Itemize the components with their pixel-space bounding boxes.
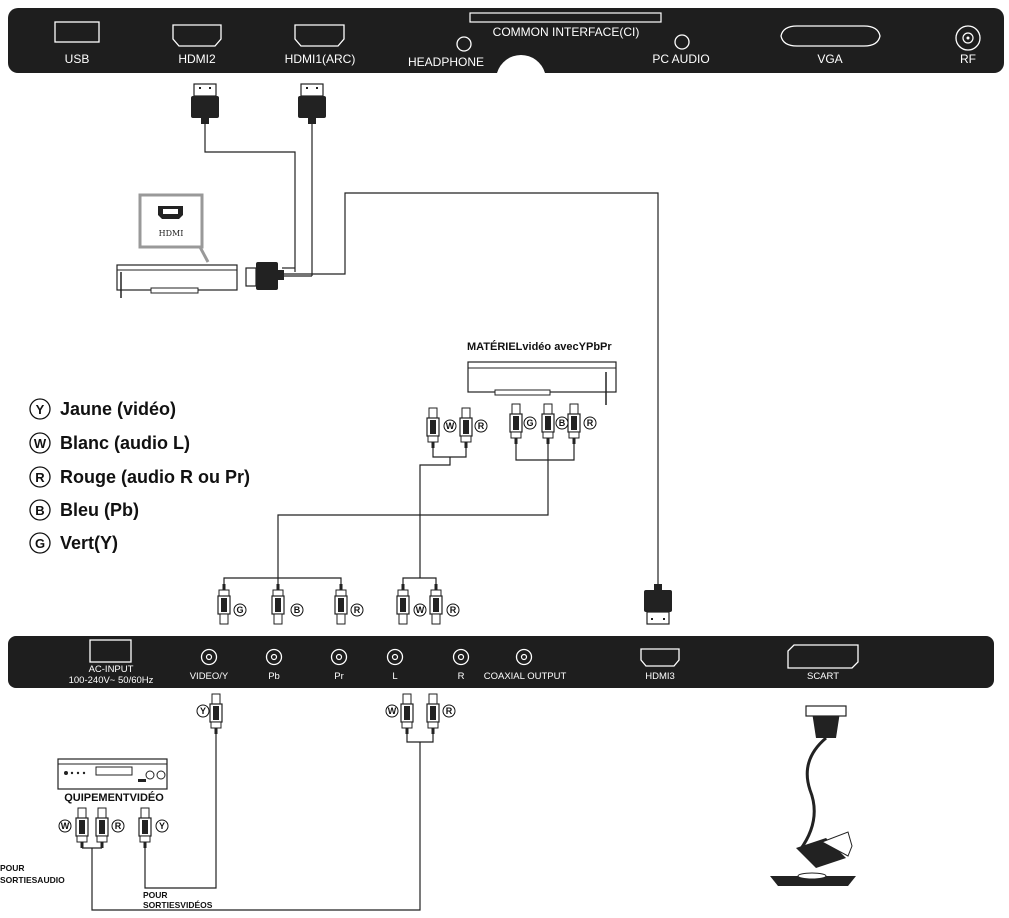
usb-label: USB	[65, 52, 90, 66]
top-panel: USB HDMI2 HDMI1(ARC) COMMON INTERFACE(CI…	[8, 8, 1004, 73]
ypbpr-device-label: MATÉRIELvidéo avecYPbPr	[467, 340, 612, 353]
svg-text:HDMI3: HDMI3	[645, 671, 675, 682]
svg-text:G: G	[35, 536, 45, 551]
legend-green-text: Vert(Y)	[60, 533, 118, 553]
ci-slot: COMMON INTERFACE(CI)	[469, 12, 662, 39]
ypbpr-video-plugs: G B R	[277, 403, 597, 578]
audio-out-caption-2: SORTIESAUDIO	[0, 875, 65, 885]
video-y-port: VIDEO/Y	[190, 648, 229, 682]
hdmi1-plug-icon	[297, 83, 327, 125]
color-legend: Y Jaune (vidéo) W Blanc (audio L) R Roug…	[29, 398, 250, 554]
legend-item-white: W Blanc (audio L)	[29, 432, 190, 454]
headphone-label: HEADPHONE	[408, 55, 484, 69]
scart-port: SCART	[787, 644, 859, 682]
audio-out-plugs: W R	[91, 693, 456, 911]
svg-text:L: L	[392, 671, 397, 682]
video-equipment-plugs: W R Y	[58, 807, 169, 849]
audio-in-plugs: W R	[396, 577, 460, 625]
video-out-plug: Y	[144, 693, 223, 889]
ypbpr-device: MATÉRIELvidéo avecYPbPr	[467, 340, 617, 405]
r-port: R	[452, 648, 470, 682]
hdmi-device-label: HDMI	[159, 229, 184, 238]
legend-item-yellow: Y Jaune (vidéo)	[29, 398, 176, 420]
svg-text:G: G	[526, 418, 533, 428]
legend-yellow-text: Jaune (vidéo)	[60, 399, 176, 419]
svg-text:R: R	[35, 470, 45, 485]
usb-port: USB	[54, 21, 100, 66]
svg-text:R: R	[115, 821, 122, 831]
hdmi-cables	[190, 83, 659, 588]
svg-text:SCART: SCART	[807, 671, 839, 682]
pb-port: Pb	[265, 648, 283, 682]
svg-text:W: W	[61, 821, 70, 831]
pr-port: Pr	[330, 648, 348, 682]
output-captions: POUR SORTIESAUDIO POUR SORTIESVIDÉOS	[0, 863, 213, 910]
svg-text:W: W	[446, 421, 455, 431]
rf-port: RF	[955, 25, 981, 66]
hdmi2-port: HDMI2	[172, 24, 222, 66]
video-equipment-label: QUIPEMENTVIDÉO	[64, 791, 164, 804]
legend-red-text: Rouge (audio R ou Pr)	[60, 467, 250, 487]
pc-audio-port: PC AUDIO	[652, 34, 710, 66]
component-plugs: G B R	[217, 577, 364, 625]
legend-item-green: G Vert(Y)	[29, 532, 118, 554]
svg-text:W: W	[416, 605, 425, 615]
headphone-port: HEADPHONE	[408, 36, 484, 69]
ac-rating-label: 100-240V~ 50/60Hz	[69, 675, 154, 686]
svg-text:R: R	[587, 418, 594, 428]
vga-port: VGA	[780, 25, 881, 66]
scart-cable-icon	[770, 705, 856, 886]
rf-label: RF	[960, 52, 976, 66]
svg-text:B: B	[559, 418, 566, 428]
svg-text:R: R	[450, 605, 457, 615]
legend-blue-text: Bleu (Pb)	[60, 500, 139, 520]
legend-white-text: Blanc (audio L)	[60, 433, 190, 453]
svg-text:W: W	[388, 706, 397, 716]
vga-label: VGA	[817, 52, 842, 66]
ci-label: COMMON INTERFACE(CI)	[493, 25, 640, 39]
pc-audio-label: PC AUDIO	[652, 52, 709, 66]
hdmi-source-device: HDMI	[116, 193, 238, 298]
hdmi2-plug-icon	[190, 83, 220, 125]
svg-text:Y: Y	[200, 706, 206, 716]
hdmi2-label: HDMI2	[178, 52, 216, 66]
audio-out-caption-1: POUR	[0, 863, 25, 873]
l-port: L	[386, 648, 404, 682]
svg-text:G: G	[236, 605, 243, 615]
svg-text:B: B	[35, 503, 44, 518]
svg-text:Y: Y	[159, 821, 165, 831]
svg-text:R: R	[478, 421, 485, 431]
svg-text:Pr: Pr	[334, 671, 344, 682]
ac-input-port: AC-INPUT 100-240V~ 50/60Hz	[69, 639, 154, 686]
ac-input-label: AC-INPUT	[89, 664, 134, 675]
device-hdmi-plug-icon	[245, 262, 284, 290]
svg-text:R: R	[446, 706, 453, 716]
svg-text:COAXIAL OUTPUT: COAXIAL OUTPUT	[484, 671, 567, 682]
svg-text:Pb: Pb	[268, 671, 280, 682]
coaxial-port: COAXIAL OUTPUT	[484, 648, 567, 682]
svg-text:W: W	[34, 436, 47, 451]
hdmi3-plug-icon	[644, 584, 672, 625]
video-out-caption-2: SORTIESVIDÉOS	[143, 900, 213, 910]
svg-text:R: R	[354, 605, 361, 615]
hdmi1-label: HDMI1(ARC)	[285, 52, 356, 66]
legend-item-red: R Rouge (audio R ou Pr)	[29, 466, 250, 488]
ypbpr-audio-plugs: W R	[419, 407, 488, 578]
video-out-caption-1: POUR	[143, 890, 168, 900]
bottom-panel: AC-INPUT 100-240V~ 50/60Hz VIDEO/Y Pb Pr…	[8, 636, 994, 688]
svg-text:B: B	[294, 605, 301, 615]
svg-text:Y: Y	[36, 402, 45, 417]
video-equipment-device: QUIPEMENTVIDÉO	[57, 758, 168, 804]
svg-text:R: R	[458, 671, 465, 682]
hdmi3-port: HDMI3	[640, 648, 680, 682]
svg-text:VIDEO/Y: VIDEO/Y	[190, 671, 229, 682]
hdmi1-port: HDMI1(ARC)	[285, 24, 356, 66]
legend-item-blue: B Bleu (Pb)	[29, 499, 139, 521]
